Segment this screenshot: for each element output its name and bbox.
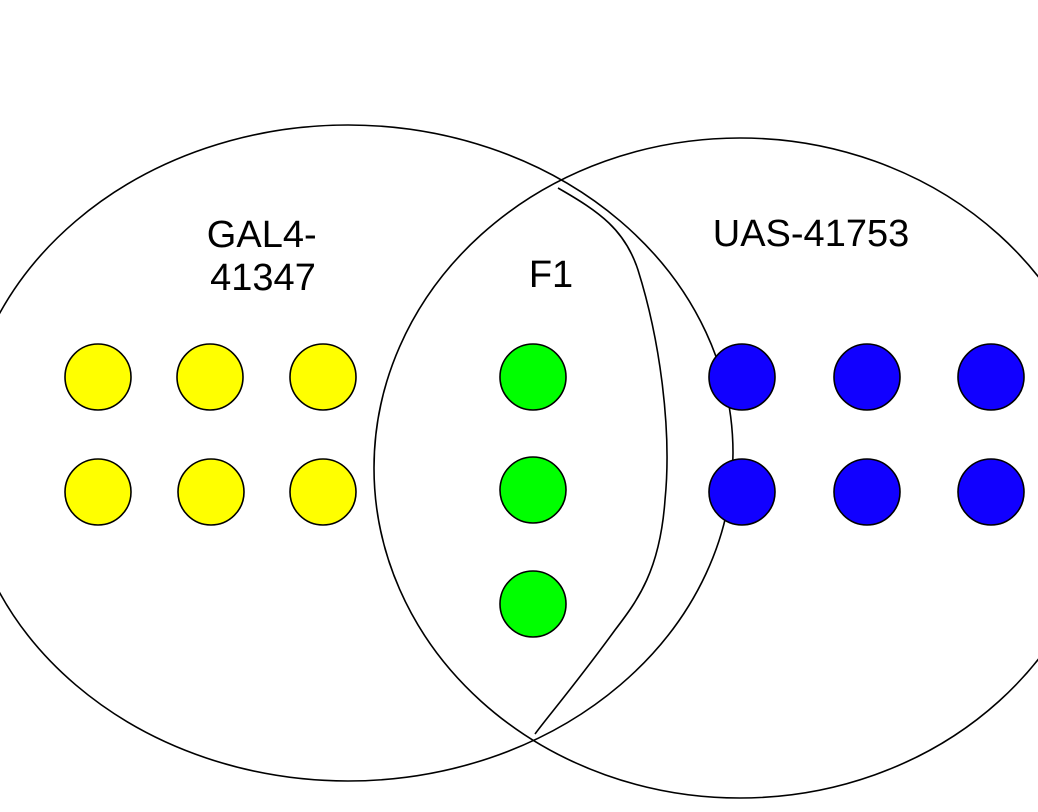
- overlap-set-label: F1: [529, 254, 573, 296]
- overlap-divider-curve: [534, 187, 668, 735]
- left-set-dot: [177, 458, 245, 526]
- left-set-dot: [289, 458, 357, 526]
- right-set-dots: [708, 343, 1025, 526]
- right-set-dot: [833, 343, 901, 411]
- left-set-circle: [0, 124, 734, 782]
- right-set-label-line-1: UAS-41753: [713, 213, 909, 255]
- overlap-set-dot: [499, 570, 567, 638]
- left-set-dot: [176, 343, 244, 411]
- right-set-dot: [708, 343, 776, 411]
- left-set-dot: [289, 343, 357, 411]
- overlap-set-dot: [499, 343, 567, 411]
- overlap-set-dots: [499, 343, 567, 638]
- right-set-label: UAS-41753: [713, 213, 909, 255]
- right-set-dot: [833, 458, 901, 526]
- left-set-label-line-2: 41347: [210, 257, 316, 299]
- left-set-dot: [64, 458, 132, 526]
- overlap-set-label-line-1: F1: [529, 254, 573, 296]
- left-set-dot: [64, 343, 132, 411]
- right-set-circle: [373, 137, 1038, 799]
- left-set-label: GAL4- 41347: [207, 214, 327, 299]
- left-set-dots: [64, 343, 357, 526]
- right-set-dot: [957, 343, 1025, 411]
- right-set-dot: [708, 458, 776, 526]
- overlap-set-dot: [499, 456, 567, 524]
- left-set-label-line-1: GAL4-: [207, 214, 317, 256]
- right-set-dot: [957, 458, 1025, 526]
